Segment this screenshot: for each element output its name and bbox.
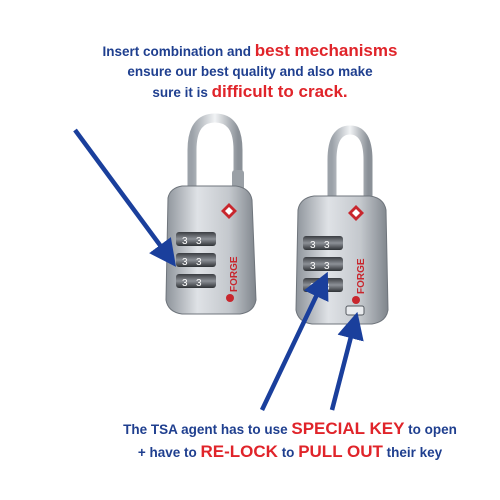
top-caption: Insert combination and best mechanisms e…	[6, 40, 494, 104]
left-lock-logo-dot	[226, 294, 234, 302]
svg-text:3: 3	[196, 278, 202, 289]
top-caption-line-3: sure it is difficult to crack.	[6, 81, 494, 104]
top-caption-text: Insert combination and	[102, 44, 255, 59]
right-lock-brand-logo: FORGE	[356, 258, 367, 294]
left-lock-dials: 3 3 3 3 3 3	[176, 232, 216, 289]
svg-text:3: 3	[324, 240, 330, 251]
bottom-caption-text: their key	[382, 444, 443, 460]
svg-text:3: 3	[324, 261, 330, 272]
right-lock-shackle	[327, 125, 373, 210]
svg-text:3: 3	[310, 282, 316, 293]
bottom-caption-line-2: + have to RE-LOCK to PULL OUT their key	[90, 441, 490, 464]
arrow-to-key-slot	[329, 311, 364, 411]
svg-text:3: 3	[182, 278, 188, 289]
bottom-caption-text: to open	[404, 422, 457, 437]
left-lock-brand-logo: FORGE	[229, 256, 240, 292]
highlight-re-lock: RE-LOCK	[200, 441, 278, 461]
right-lock-key-slot	[345, 305, 365, 316]
svg-text:3: 3	[182, 257, 188, 268]
top-caption-text: sure it is	[152, 85, 212, 101]
top-caption-line-2: ensure our best quality and also make	[127, 63, 373, 79]
svg-text:3: 3	[310, 240, 316, 251]
bottom-caption: The TSA agent has to use SPECIAL KEY to …	[90, 418, 490, 464]
arrows	[73, 128, 364, 411]
bottom-caption-line-1: The TSA agent has to use SPECIAL KEY to …	[90, 418, 490, 441]
arrow-to-right-dials	[259, 271, 329, 411]
right-lock-logo-dot	[352, 296, 360, 304]
svg-text:3: 3	[196, 236, 202, 247]
left-lock-shackle	[187, 113, 243, 205]
bottom-caption-text: to	[277, 444, 299, 460]
highlight-special-key: SPECIAL KEY	[291, 419, 405, 438]
bottom-caption-text: + have to	[137, 444, 201, 460]
right-lock-dials: 3 3 3 3 3 3	[303, 236, 343, 293]
right-lock-tsa-logo	[348, 205, 364, 221]
svg-text:3: 3	[182, 236, 188, 247]
highlight-difficult-to-crack: difficult to crack.	[211, 82, 348, 102]
highlight-pull-out: PULL OUT	[298, 441, 383, 461]
left-lock-body	[165, 185, 257, 315]
highlight-best-mechanisms: best mechanisms	[254, 41, 398, 60]
svg-text:3: 3	[196, 257, 202, 268]
left-lock-tsa-logo	[221, 203, 237, 219]
arrow-to-left-dials	[73, 128, 177, 267]
bottom-caption-text: The TSA agent has to use	[123, 422, 292, 437]
top-caption-line-1: Insert combination and best mechanisms	[6, 40, 494, 63]
svg-text:3: 3	[324, 282, 330, 293]
right-lock: 3 3 3 3 3 3 FORGE	[295, 125, 389, 325]
left-lock: 3 3 3 3 3 3 FORGE	[165, 113, 257, 315]
svg-text:3: 3	[310, 261, 316, 272]
